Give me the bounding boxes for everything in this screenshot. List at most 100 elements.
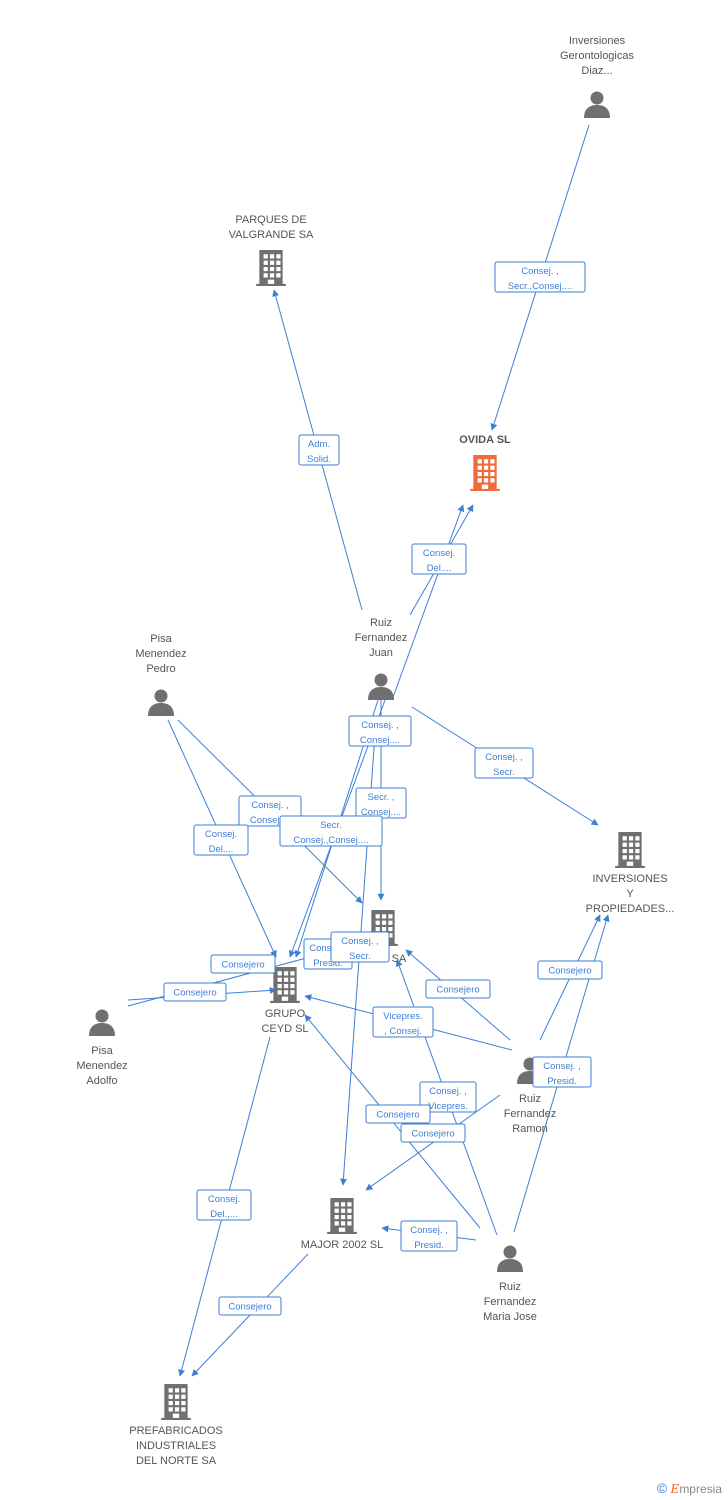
edge-label-text: Secr. [493,767,515,778]
node-label: Menendez [76,1060,127,1072]
edge-label-box [218,1296,282,1316]
edge-label-text: Del.... [209,844,234,855]
edge-label-e1[interactable]: Consej. ,Secr.,Consej.... [494,261,586,293]
edge-label-text: Consej. [208,1194,240,1205]
building-icon [256,250,286,286]
edge-label-box [372,1006,434,1038]
edge-label-e23[interactable]: Consejero [218,1296,282,1316]
building-icon [615,832,645,868]
building-icon [470,455,500,491]
copyright-icon: © [656,1480,668,1496]
edge-label-text: Secr. [349,951,371,962]
node-label: CEYD SL [261,1023,308,1035]
person-icon [89,1009,115,1036]
node-label: PROPIEDADES... [586,903,675,915]
node-label: Adolfo [86,1075,117,1087]
edge-label-e16[interactable]: Vicepres., Consej. [372,1006,434,1038]
node-label: Fernandez [504,1108,557,1120]
edge-line-e4 [391,504,465,701]
edge-label-text: Consej. , [341,936,379,947]
node-label: Y [626,888,634,900]
edge-label-text: Vicepres. [428,1101,467,1112]
edge-label-e20[interactable]: Consejero [400,1123,466,1143]
edge-label-text: Solid. [307,454,331,465]
edge-label-text: Del.... [427,563,452,574]
edge-label-text: Vicepres. [383,1011,422,1022]
edge-label-text: Consej. , [429,1086,467,1097]
edge-label-text: Secr.,Consej.... [508,281,572,292]
edge-label-box [193,824,249,856]
edge-label-text: Presid. [414,1240,444,1251]
edge-label-box [348,715,412,747]
edge-label-text: Consej. , [543,1061,581,1072]
node-ovida[interactable]: OVIDA SL [459,434,511,491]
edge-label-text: Consej. , [251,800,289,811]
edge-label-text: Consej. , [309,943,347,954]
edge-label-e14[interactable]: Consejero [425,979,491,999]
node-label: Ruiz [499,1281,521,1293]
edge-labels-layer: Consej. ,Secr.,Consej....Adm.Solid.Conse… [163,261,603,1316]
edge-label-e12[interactable]: Consejero [210,954,276,974]
building-icon [161,1384,191,1420]
brand-name: mpresia [679,1482,722,1496]
edge-label-text: Consej. [205,829,237,840]
node-label: Inversiones [569,35,626,47]
edge-label-box [419,1081,477,1113]
edge-label-e11[interactable]: Consej. , Secr. [330,931,390,963]
node-inv_ger[interactable]: InversionesGerontologicasDiaz... [560,35,634,118]
node-label: PREFABRICADOS [129,1425,223,1437]
edge-label-e5[interactable]: Consej. ,Secr. [474,747,534,779]
edge-label-box [537,960,603,980]
node-label: Ramon [512,1123,547,1135]
edge-label-e8[interactable]: Consej. Del.... [193,824,249,856]
edge-label-e9[interactable]: Secr.Consej.,Consej.... [279,815,383,847]
edge-label-text: Consejero [221,960,264,971]
edge-label-text: Consej. , [361,720,399,731]
node-label: Pedro [146,663,175,675]
building-icon [327,1198,357,1234]
node-label: PARQUES DE [235,214,306,226]
node-major[interactable]: MAJOR 2002 SL [301,1198,384,1251]
edge-label-text: Consejero [411,1129,454,1140]
brand-initial: E [670,1482,680,1496]
edge-label-box [330,931,390,963]
edge-label-text: Consej.... [250,815,290,826]
edge-label-box [425,979,491,999]
edge-label-e13[interactable]: Consejero [163,982,227,1002]
edge-label-e17[interactable]: Consej. ,Presid. [532,1056,592,1088]
node-sa_mid[interactable]: SA [368,910,407,965]
node-label: Ruiz [370,617,392,629]
edge-label-box [532,1056,592,1088]
edge-label-text: Adm. [308,439,330,450]
edge-label-e22[interactable]: Consej.Del.,... [196,1189,252,1221]
footer-brand: © Empresia [657,1480,722,1496]
edge-label-e2[interactable]: Adm. Solid. [298,434,340,466]
edge-label-e21[interactable]: Consej. ,Presid. [400,1220,458,1252]
edge-label-e18[interactable]: Consej. , Vicepres. [419,1081,477,1113]
edge-label-e19[interactable]: Consejero [365,1104,431,1124]
edge-label-e4[interactable]: Consej. , Consej.... [348,715,412,747]
node-inv_prop[interactable]: INVERSIONES Y PROPIEDADES... [586,832,675,915]
node-label: INVERSIONES [592,873,667,885]
edge-label-box [474,747,534,779]
node-grupo[interactable]: GRUPO CEYD SL [261,967,309,1035]
node-label: Juan [369,647,393,659]
edge-label-text: Consej.... [360,735,400,746]
node-label: GRUPO [265,1008,306,1020]
edge-label-box [365,1104,431,1124]
edge-label-e3[interactable]: Consej.Del.... [411,543,467,575]
edge-label-e15[interactable]: Consejero [537,960,603,980]
edge-label-text: Consejero [228,1302,271,1313]
edge-label-e6[interactable]: Secr. ,Consej.... [355,787,407,819]
edge-label-text: Consejero [548,966,591,977]
edge-label-text: Consejero [436,985,479,996]
